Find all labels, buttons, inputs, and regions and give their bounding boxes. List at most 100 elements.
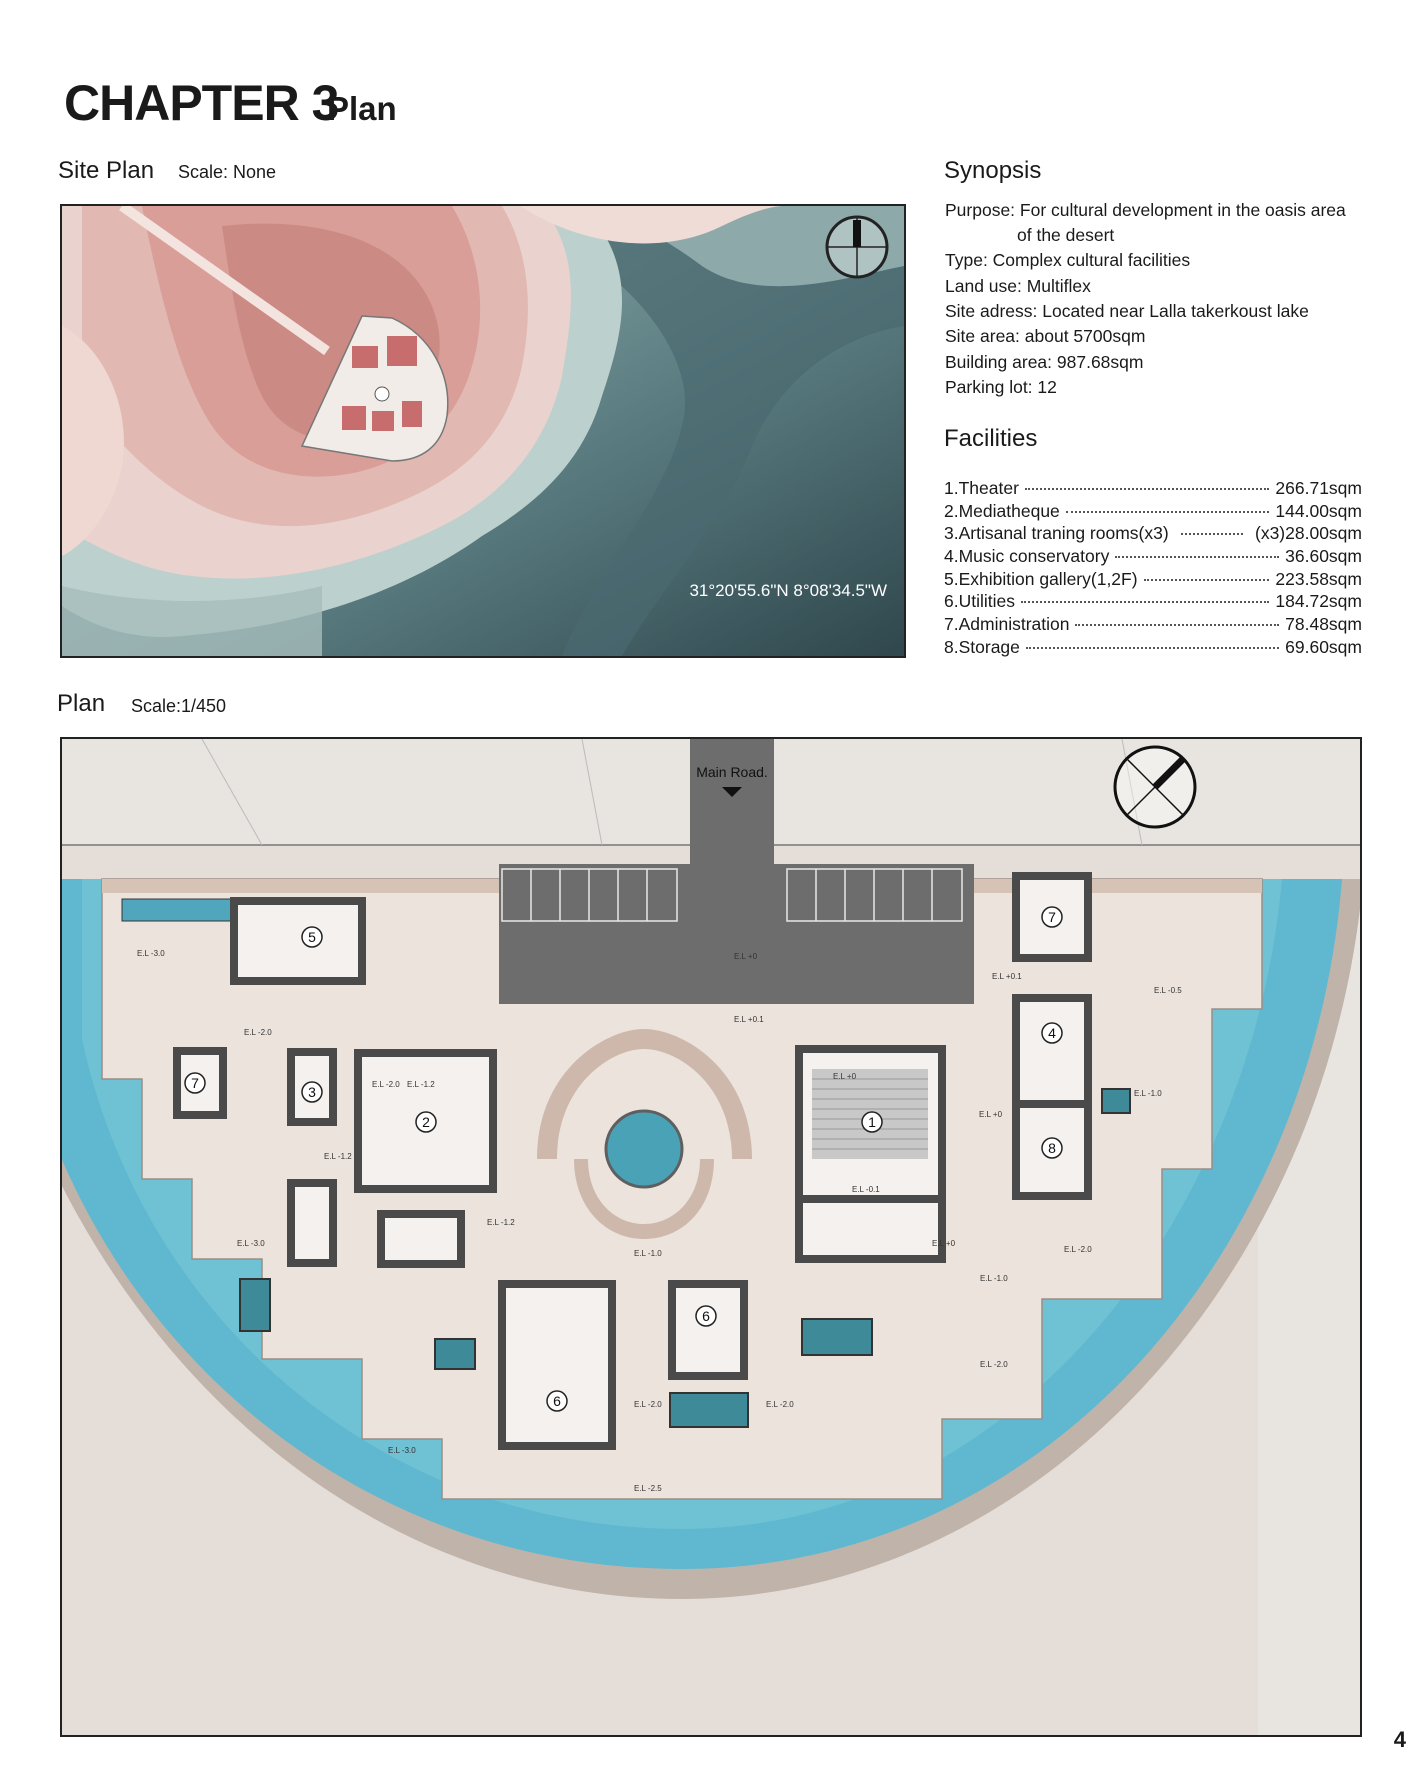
synopsis-line: Building area: 987.68sqm [945, 352, 1144, 372]
room-number: 6 [553, 1393, 561, 1409]
room-6-utilities-west [498, 1280, 616, 1450]
room-2-mediatheque [354, 1049, 497, 1193]
facility-name: 8.Storage [944, 637, 1020, 657]
buildings [173, 872, 1092, 1450]
facility-area: 78.48sqm [1285, 614, 1362, 634]
facility-row: 2.Mediatheque 144.00sqm [944, 501, 1362, 522]
leader-dots [1024, 488, 1270, 490]
chapter-title: CHAPTER 3 [64, 75, 339, 131]
elevation-label: E.L -1.0 [1134, 1089, 1162, 1098]
main-road-label: Main Road. [696, 764, 768, 780]
room-number: 4 [1048, 1025, 1056, 1041]
room-3-artisanal-east [377, 1210, 465, 1268]
room-number: 1 [868, 1114, 876, 1130]
facility-row: 7.Administration 78.48sqm [944, 614, 1362, 635]
site-plan-drawing: 31°20'55.6"N 8°08'34.5"W [62, 206, 904, 656]
facility-area: 223.58sqm [1275, 569, 1362, 589]
elevation-label: E.L -2.0 [1064, 1245, 1092, 1254]
elevation-label: E.L -1.2 [487, 1218, 515, 1227]
elevation-label: E.L +0 [833, 1072, 857, 1081]
synopsis-line: Site adress: Located near Lalla takerkou… [945, 301, 1309, 321]
leader-dots [1143, 579, 1270, 581]
leader-dots [1065, 511, 1270, 513]
synopsis-line: Parking lot: 12 [945, 377, 1057, 397]
room-numbers: 1 2 3 4 5 6 6 7 7 8 [191, 909, 1056, 1409]
elevation-label: E.L -1.2 [324, 1152, 352, 1161]
facility-name: 4.Music conservatory [944, 546, 1110, 566]
elevation-label: E.L +0 [979, 1110, 1003, 1119]
floor-plan-drawing: Main Road. [62, 739, 1360, 1735]
parking-lot [501, 868, 963, 922]
elevation-label: E.L -0.5 [1154, 986, 1182, 995]
facility-area: 266.71sqm [1275, 478, 1362, 498]
elevation-label: E.L -1.2 [407, 1080, 435, 1089]
leader-dots [1115, 556, 1280, 558]
page-number: 4 [1393, 1727, 1406, 1752]
synopsis-line: of the desert [1017, 225, 1115, 245]
site-coordinates: 31°20'55.6"N 8°08'34.5"W [689, 581, 887, 600]
site-plan-title: Site Plan [58, 157, 155, 184]
synopsis-line: Land use: Multiflex [945, 276, 1091, 296]
facility-area: 184.72sqm [1275, 591, 1362, 611]
room-number-markers [184, 906, 1063, 1412]
elevation-label: E.L -2.0 [634, 1400, 662, 1409]
floor-plan: Main Road. [60, 737, 1362, 1737]
plan-scale: Scale:1/450 [131, 696, 227, 716]
room-5-exhibition [230, 897, 366, 985]
elevation-label: E.L +0.1 [992, 972, 1022, 981]
elevation-label: E.L -3.0 [137, 949, 165, 958]
room-7-administration-east [1012, 872, 1092, 962]
facility-name: 6.Utilities [944, 591, 1015, 611]
room-number: 7 [1048, 909, 1056, 925]
main-road [690, 739, 774, 879]
facility-name: 1.Theater [944, 478, 1019, 498]
elevation-label: E.L -1.0 [980, 1274, 1008, 1283]
elevation-labels: E.L +0 E.L +0.1 E.L -3.0 E.L -2.0 E.L -2… [137, 949, 1182, 1493]
chapter-subtitle: Plan [327, 90, 397, 127]
pools [239, 1088, 1131, 1428]
facility-row: 1.Theater 266.71sqm [944, 478, 1362, 499]
room-number: 6 [702, 1308, 710, 1324]
room-6-utilities-east [668, 1280, 748, 1380]
plan-north-arrow-icon [1113, 745, 1197, 829]
elevation-label: E.L -2.0 [980, 1360, 1008, 1369]
elevation-label: E.L -2.0 [766, 1400, 794, 1409]
room-4-music [1012, 994, 1092, 1112]
leader-dots [1021, 601, 1270, 603]
facilities-title: Facilities [944, 425, 1038, 452]
facility-area: 144.00sqm [1275, 501, 1362, 521]
facility-row: 3.Artisanal traning rooms(x3) (x3)28.00sq… [944, 523, 1362, 544]
facility-area: 36.60sqm [1285, 546, 1362, 566]
facility-name: 3.Artisanal traning rooms(x3) [944, 523, 1169, 543]
facility-name: 7.Administration [944, 614, 1070, 634]
room-number: 3 [308, 1084, 316, 1100]
room-3-artisanal-south [287, 1179, 337, 1267]
elevation-label: E.L -2.5 [634, 1484, 662, 1493]
synopsis-line: Site area: about 5700sqm [945, 326, 1146, 346]
elevation-label: E.L -0.1 [852, 1185, 880, 1194]
leader-dots [1180, 533, 1243, 535]
room-number: 2 [422, 1114, 430, 1130]
facility-name: 5.Exhibition gallery(1,2F) [944, 569, 1138, 589]
facility-row: 6.Utilities 184.72sqm [944, 591, 1362, 612]
room-number: 7 [191, 1075, 199, 1091]
synopsis-title: Synopsis [944, 157, 1042, 184]
facility-area: 69.60sqm [1285, 637, 1362, 657]
synopsis-line: Purpose: For cultural development in the… [945, 200, 1346, 220]
facility-name: 2.Mediatheque [944, 501, 1060, 521]
central-fountain [604, 1109, 684, 1189]
elevation-label: E.L +0 [932, 1239, 956, 1248]
synopsis-line: Type: Complex cultural facilities [945, 250, 1191, 270]
facility-area: (x3)28.00sqm [1255, 523, 1362, 543]
plan-title: Plan [57, 690, 106, 717]
elevation-label: E.L +0 [734, 952, 758, 961]
site-plan-scale: Scale: None [178, 162, 277, 182]
elevation-label: E.L -2.0 [372, 1080, 400, 1089]
room-number: 5 [308, 929, 316, 945]
elevation-label: E.L +0.1 [734, 1015, 764, 1024]
room-number: 8 [1048, 1140, 1056, 1156]
elevation-label: E.L -2.0 [244, 1028, 272, 1037]
theater-backstage [795, 1195, 946, 1263]
facility-row: 5.Exhibition gallery(1,2F) 223.58sqm [944, 569, 1362, 590]
leader-dots [1025, 647, 1280, 649]
